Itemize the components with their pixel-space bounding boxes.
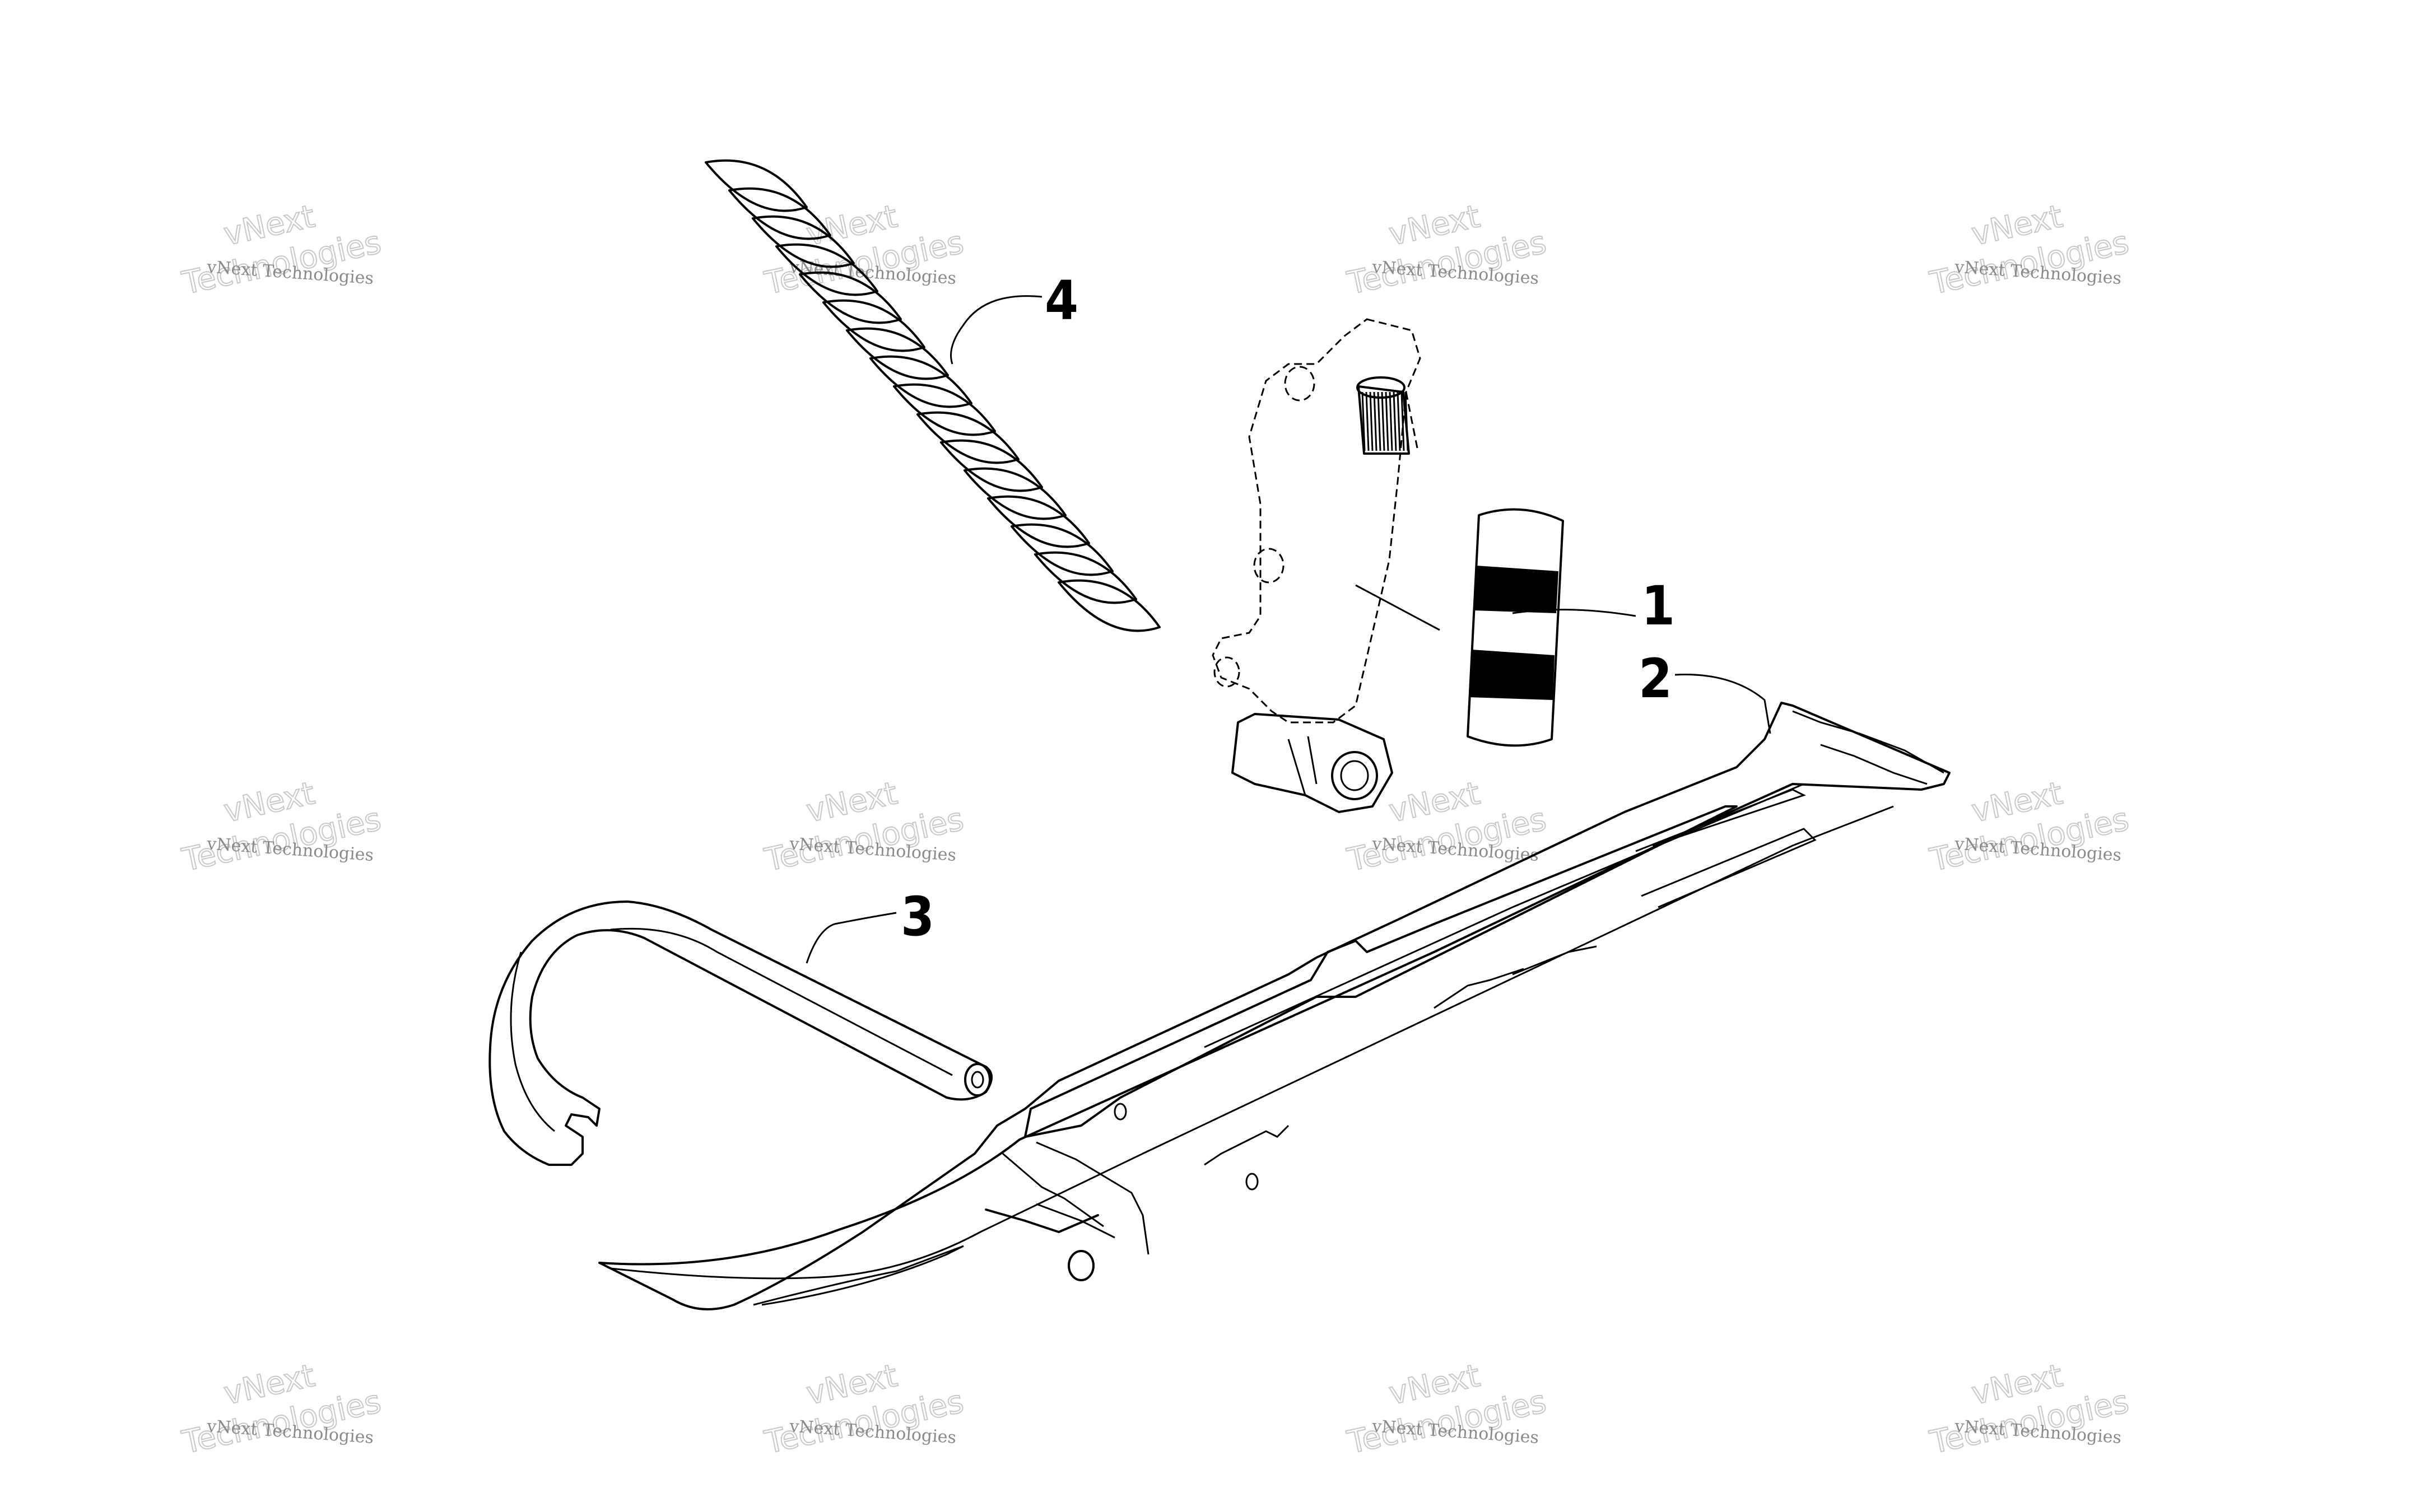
knurl-line: [1373, 391, 1377, 451]
knurl-line: [1385, 391, 1389, 451]
spring-coil: [964, 467, 1067, 520]
spring-coil: [705, 159, 808, 212]
spring-coil: [728, 187, 831, 240]
leader-line-1: [1355, 584, 1636, 631]
spring-coil: [775, 243, 878, 296]
callout-4: 4: [1045, 269, 1078, 332]
spring-coil: [846, 327, 949, 380]
part-3-handle-loop: [488, 900, 993, 1166]
spring-coil: [1058, 579, 1161, 632]
part-1-decal-tube: [1467, 508, 1564, 747]
knurl-line: [1393, 391, 1397, 451]
knurl-line: [1400, 391, 1405, 451]
part-4-spring: [705, 159, 1161, 632]
leader-line-3: [806, 912, 897, 964]
spring-coil: [869, 355, 972, 408]
knurl-line: [1361, 391, 1366, 451]
spring-coil: [822, 299, 925, 352]
spindle-bracket-phantom: [1212, 318, 1421, 724]
leader-line-2: [1674, 674, 1771, 734]
spring-coil: [940, 439, 1043, 492]
spring-coil: [987, 495, 1090, 548]
spring-coil: [799, 271, 902, 324]
spring-coil: [916, 411, 1020, 464]
spindle-block: [1231, 713, 1393, 813]
spring-coil: [1011, 523, 1114, 576]
spring-coil: [893, 383, 996, 436]
callout-2: 2: [1639, 647, 1672, 710]
callout-1: 1: [1641, 575, 1675, 637]
knurl-line: [1369, 391, 1374, 451]
knurl-line: [1365, 391, 1370, 451]
knurled-bushing: [1356, 376, 1410, 455]
leader-line-4: [950, 295, 1043, 365]
callout-3: 3: [901, 885, 934, 948]
knurl-line: [1404, 391, 1409, 451]
knurl-line: [1389, 391, 1393, 451]
knurl-line: [1397, 391, 1401, 451]
spring-coil: [752, 215, 855, 268]
knurl-line: [1381, 391, 1385, 451]
part-2-ski: [598, 702, 1951, 1310]
spring-coil: [1034, 551, 1137, 604]
knurl-line: [1377, 391, 1381, 451]
